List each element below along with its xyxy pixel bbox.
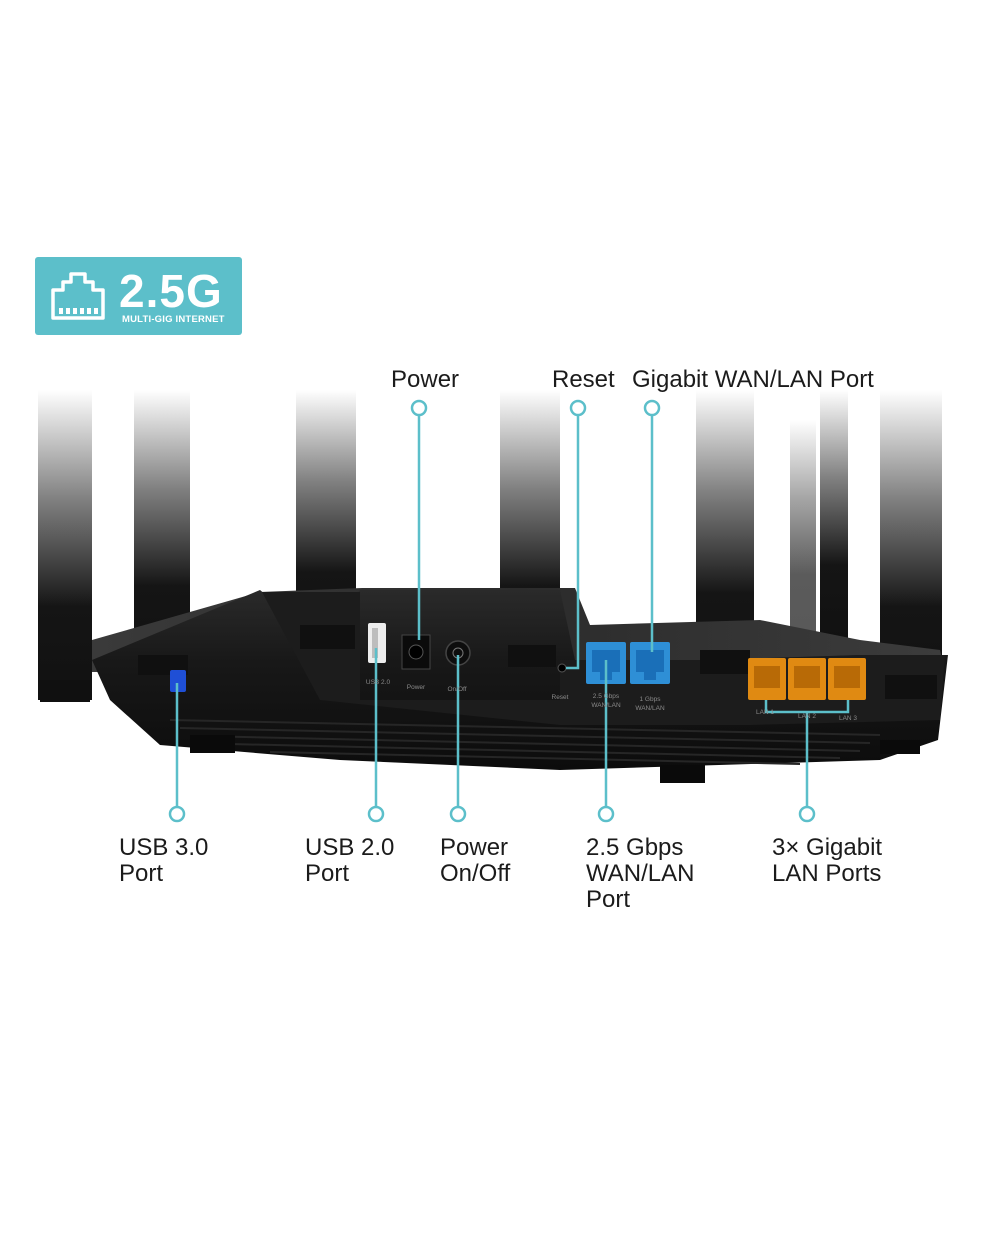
label-power-onoff: Power On/Off	[440, 834, 511, 887]
print-lan1: LAN 1	[755, 709, 775, 716]
print-lan2: LAN 2	[797, 713, 817, 720]
badge-title: 2.5G	[119, 265, 223, 317]
router-foot-left	[190, 735, 235, 753]
hinge-3	[300, 625, 355, 649]
label-usb3: USB 3.0 Port	[119, 834, 209, 887]
callout-dot-lan	[798, 805, 816, 823]
router-foot-right-2	[880, 740, 920, 754]
vent-pattern	[169, 719, 881, 765]
label-wan-2-5: 2.5 Gbps WAN/LAN Port	[586, 834, 695, 913]
ethernet-port-icon	[51, 272, 105, 320]
print-lan3: LAN 3	[838, 715, 858, 722]
print-wan25: 2.5 Gbps WAN/LAN	[591, 693, 621, 709]
multi-gig-badge: 2.5G MULTI-GIG INTERNET	[35, 257, 242, 335]
hinge-4	[508, 645, 556, 667]
reset-hole	[557, 663, 567, 673]
callout-dot-power	[410, 399, 428, 417]
label-gigabit-wan-lan: Gigabit WAN/LAN Port	[632, 366, 874, 393]
callout-dot-gigabit-wan	[643, 399, 661, 417]
router-foot-right	[660, 765, 705, 783]
print-wan1: 1 Gbps WAN/LAN	[635, 696, 665, 712]
label-power: Power	[391, 366, 460, 393]
callout-dot-power-onoff	[449, 805, 467, 823]
power-jack-hole	[408, 644, 424, 660]
antenna-1	[38, 390, 92, 700]
print-onoff: On/Off	[447, 686, 467, 693]
hinge-1	[40, 680, 90, 702]
print-reset: Reset	[551, 694, 569, 701]
label-usb2: USB 2.0 Port	[305, 834, 395, 887]
callout-dot-reset	[569, 399, 587, 417]
usb2-port-inner	[372, 628, 378, 658]
print-power: Power	[406, 684, 426, 691]
callout-dot-wan-2-5	[597, 805, 615, 823]
lan-ports	[748, 658, 866, 700]
callout-dot-usb2	[367, 805, 385, 823]
label-lan-ports: 3× Gigabit LAN Ports	[772, 834, 883, 887]
print-usb2: USB 2.0	[365, 679, 391, 686]
callout-lines	[168, 399, 850, 823]
label-reset: Reset	[552, 366, 615, 393]
badge-subtitle: MULTI-GIG INTERNET	[122, 314, 225, 325]
hinge-5	[700, 650, 750, 674]
callout-dot-usb3	[168, 805, 186, 823]
usb3-port	[170, 670, 186, 692]
antenna-8	[790, 420, 816, 640]
hinge-6	[885, 675, 937, 699]
antenna-6	[820, 390, 848, 640]
